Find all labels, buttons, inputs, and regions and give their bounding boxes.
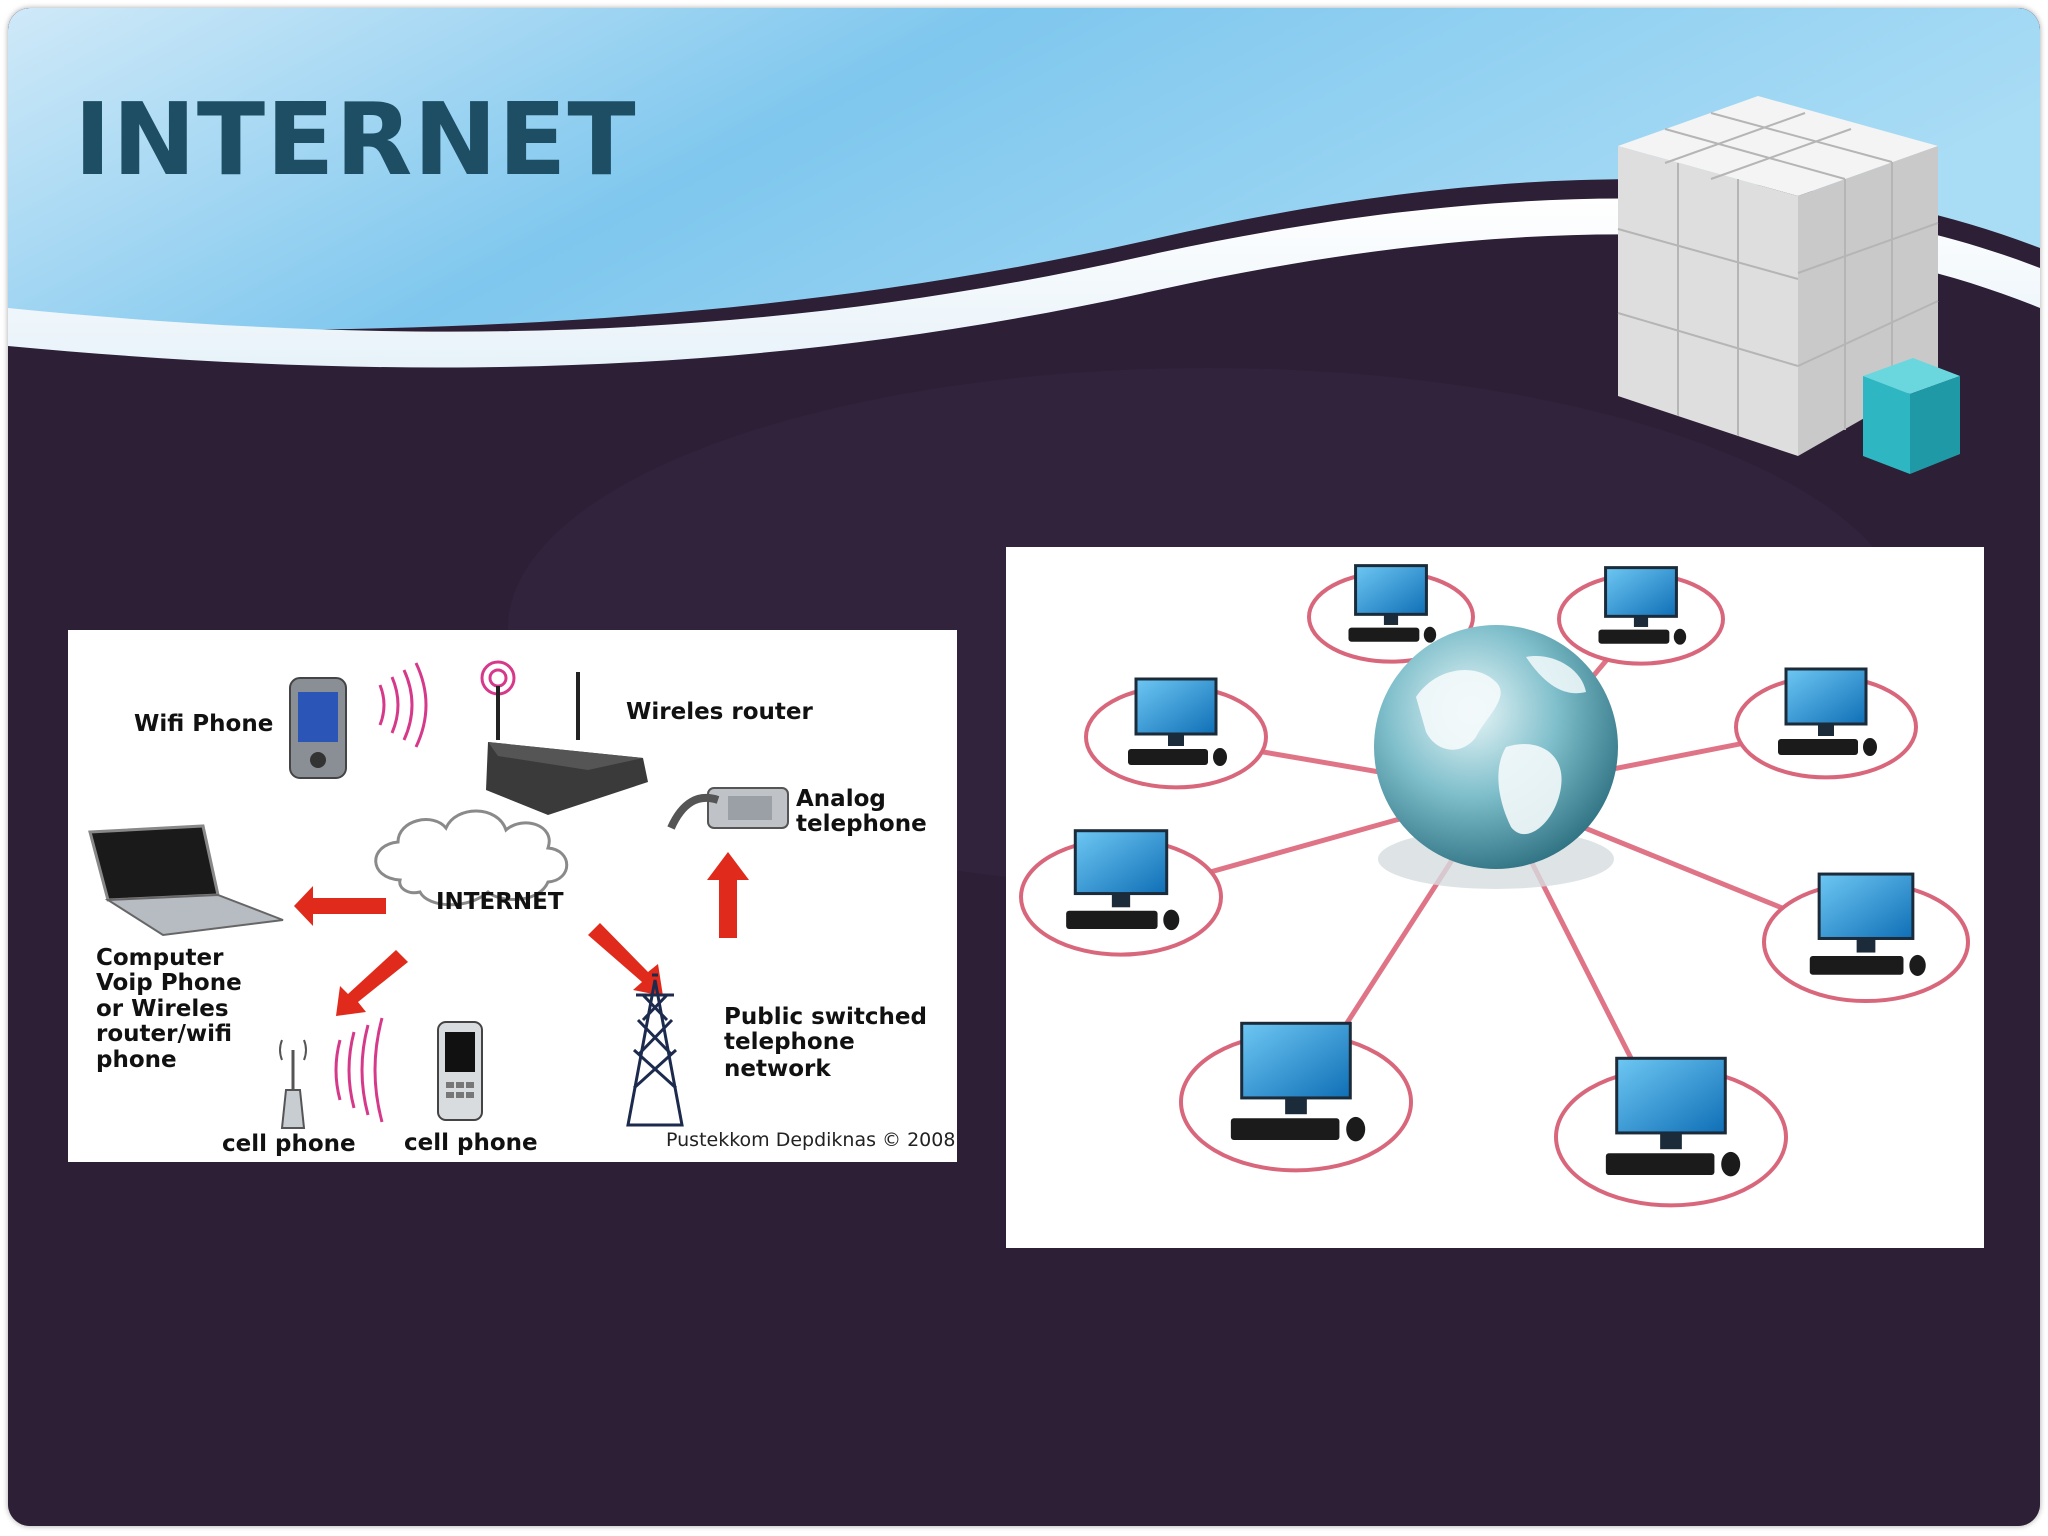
connection-arrow-icon [294,852,749,1016]
pstn-label-line3: network [724,1056,831,1082]
computer-label-line4: router/wifi [96,1021,232,1047]
desktop-computer-icon [1084,677,1268,790]
computer-label-line2: Voip Phone [96,970,242,996]
analog-telephone-label-line1: Analog [796,786,886,812]
cell-phone-icon [437,1021,483,1121]
cube-decoration-icon [1617,96,1960,474]
telephone-tower-icon [626,973,684,1127]
computer-label-line5: phone [96,1047,177,1073]
wireless-router-icon [480,660,648,815]
internet-connectivity-diagram: INTERNET [68,630,957,1162]
laptop-icon [88,824,284,937]
wifi-signal-icon [378,662,428,748]
globe-icon [1374,625,1618,889]
computer-label-line1: Computer [96,945,224,971]
wireless-router-label: Wireles router [626,699,813,725]
slide: INTERNET [8,8,2040,1526]
computer-label-line3: or Wireles [96,996,229,1022]
cell-antenna-icon [279,1039,307,1129]
network-nodes [1019,564,1970,1208]
pstn-label-line1: Public switched [724,1004,927,1030]
analog-telephone-icon [667,787,789,830]
desktop-computer-icon [1554,1056,1788,1208]
network-globe-illustration [1006,547,1984,1248]
cell-signal-icon [334,1017,384,1123]
internet-cloud-label: INTERNET [436,889,564,915]
desktop-computer-icon [1307,564,1475,664]
desktop-computer-icon [1734,667,1918,780]
desktop-computer-icon [1179,1021,1413,1173]
internet-cloud-icon [374,809,569,907]
cell-phone-label-1: cell phone [222,1131,356,1157]
desktop-computer-icon [1762,872,1970,1004]
desktop-computer-icon [1557,566,1725,666]
slide-title: INTERNET [74,81,637,198]
cell-phone-label-2: cell phone [404,1130,538,1156]
analog-telephone-label-line2: telephone [796,811,927,837]
desktop-computer-icon [1019,829,1223,957]
pstn-label-line2: telephone [724,1029,855,1055]
wifi-phone-icon [289,677,347,779]
wifi-phone-label: Wifi Phone [134,711,273,737]
diagram-credit: Pustekkom Depdiknas © 2008 [666,1129,955,1151]
